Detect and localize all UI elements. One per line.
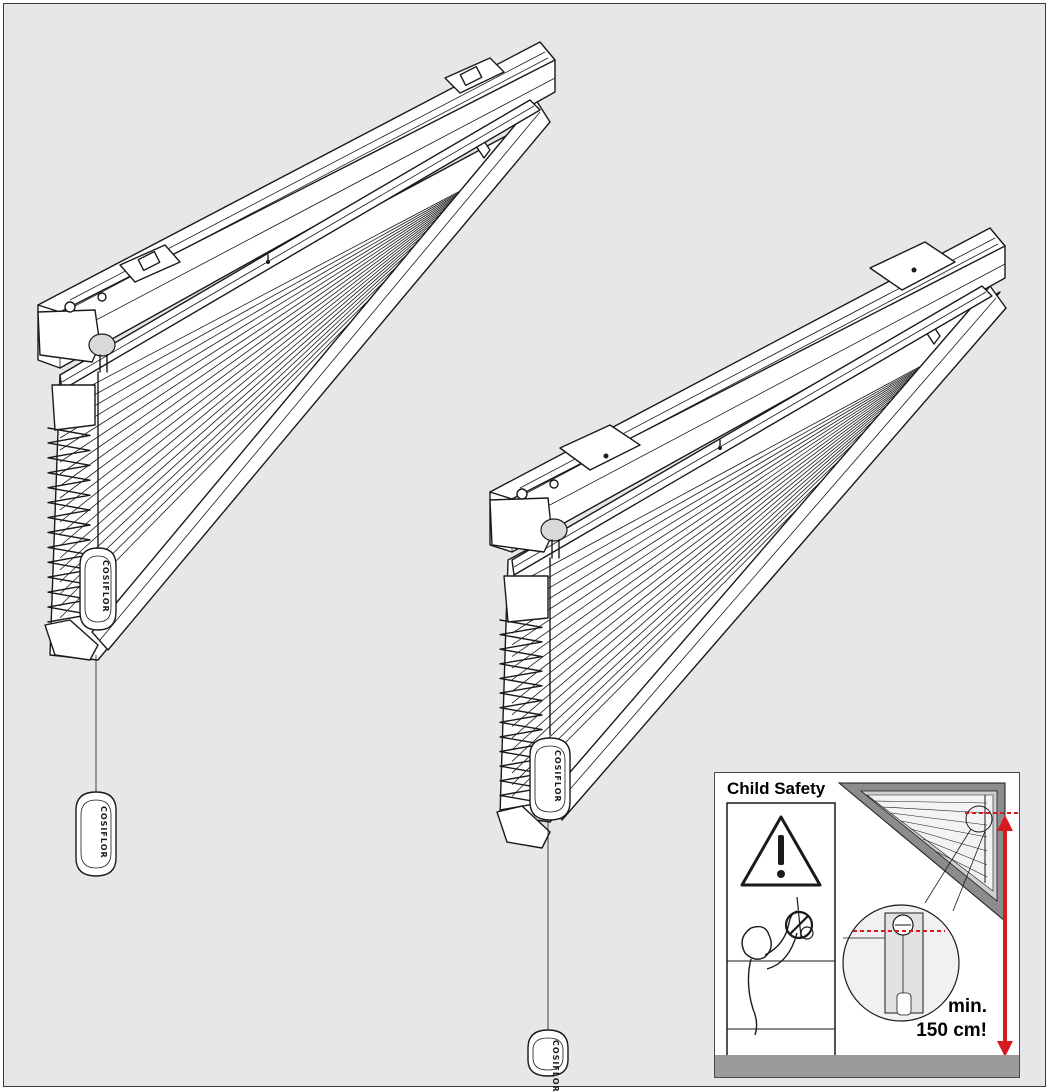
min-label: min. (947, 996, 987, 1017)
pleat-line (59, 169, 501, 403)
pleat-line (59, 169, 501, 523)
right-blind-headrail (489, 227, 1006, 576)
pleat-line (59, 169, 501, 463)
pleat-line (511, 344, 961, 669)
min-height-label: min. 150 cm! (916, 995, 987, 1043)
pleat-line (59, 169, 501, 415)
right-blind-fold-edge (499, 619, 543, 811)
pleat-line (59, 169, 501, 499)
pleat-line (511, 344, 961, 611)
child-safety-title: Child Safety (727, 779, 826, 798)
pleat-line (59, 169, 501, 487)
floor-bar (715, 1055, 1019, 1077)
right-blind-cord-handle-upper: COSIFLOR (529, 737, 571, 821)
left-blind-cord-handle-upper: COSIFLOR (79, 547, 117, 631)
handle-brand-text: COSIFLOR (101, 560, 110, 613)
warning-triangle-icon (740, 815, 822, 887)
pleat-line (511, 344, 961, 692)
right-blind: COSIFLOR COSIFLOR (489, 227, 1007, 1092)
pleat-line (59, 169, 501, 439)
pleat-line (511, 344, 961, 599)
handle-brand-text: COSIFLOR (551, 1040, 560, 1092)
magnifier-detail (842, 805, 993, 1022)
pleat-line (511, 344, 961, 622)
left-blind-headrail (37, 41, 556, 391)
pleat-line (59, 169, 501, 511)
left-blind: COSIFLOR COSIFLOR (37, 41, 556, 877)
handle-brand-text: COSIFLOR (99, 806, 108, 859)
right-blind-diagonal-rail (545, 285, 1007, 821)
height-value-label: 150 cm! (916, 1020, 987, 1041)
handle-brand-text: COSIFLOR (553, 750, 562, 803)
pleat-line (511, 344, 961, 704)
pleat-line (59, 169, 501, 451)
window-triangle-diagram (837, 782, 1006, 923)
pleat-line (59, 169, 501, 475)
left-blind-bottom-profile (44, 619, 99, 661)
right-blind-top-profile (503, 575, 549, 623)
pleat-line (511, 344, 961, 588)
pleat-line (511, 344, 961, 657)
height-arrow (997, 815, 1013, 1057)
pleat-line (511, 344, 961, 634)
left-blind-cord-handle-lower: COSIFLOR (75, 791, 117, 877)
right-blind-cord-handle-lower: COSIFLOR (527, 1029, 569, 1092)
child-safety-panel: Child Safety min. 150 cm! (714, 772, 1020, 1078)
pleat-line (511, 344, 961, 681)
pleat-line (511, 344, 961, 646)
pleat-line (59, 169, 501, 427)
left-blind-top-profile (51, 384, 96, 431)
child-safety-diagram (726, 782, 1019, 1064)
left-blind-fold-edge (47, 427, 91, 623)
child-reaching-cord-icon (727, 896, 835, 1036)
